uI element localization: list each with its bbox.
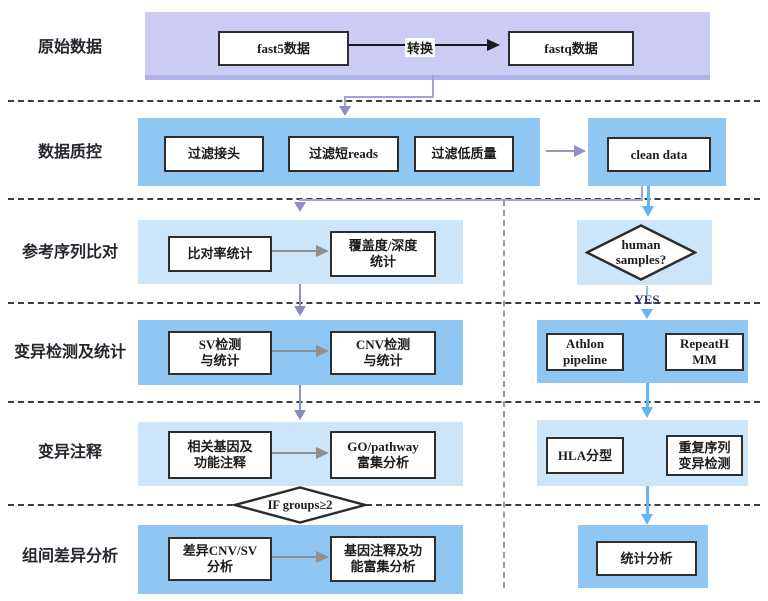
arrowhead-down-icon <box>641 407 653 418</box>
arrowhead-down-icon <box>294 306 306 316</box>
node-sv-stats: SV检测 与统计 <box>168 331 272 375</box>
connector-line <box>299 385 301 411</box>
arrowhead-right-icon <box>316 244 329 257</box>
arrowhead-down-icon <box>339 106 351 116</box>
connector-line <box>641 186 643 201</box>
connector-line <box>647 186 650 208</box>
node-filter-adapter: 过滤接头 <box>164 136 264 172</box>
connector-line <box>432 75 434 97</box>
connector-line <box>344 96 434 98</box>
node-clean-data: clean data <box>607 137 711 172</box>
edge-convert-label: 转换 <box>405 38 436 57</box>
node-hla-typing: HLA分型 <box>546 437 624 474</box>
section-divider <box>8 302 760 304</box>
connector-line <box>270 350 318 352</box>
connector-line <box>270 250 318 252</box>
arrowhead-right-icon <box>316 446 329 459</box>
row-label-variant: 变异检测及统计 <box>13 344 126 361</box>
section-divider <box>8 100 760 102</box>
node-filter-short-reads: 过滤短reads <box>288 136 399 172</box>
decision-if-groups: IF groups≥2 <box>233 486 367 524</box>
section-divider <box>8 504 760 506</box>
row-label-raw-data: 原始数据 <box>37 39 102 56</box>
node-stats-analysis: 统计分析 <box>596 541 697 576</box>
connector-line <box>299 199 643 201</box>
section-divider <box>8 401 760 403</box>
decision-human-samples-label: human samples? <box>615 236 667 267</box>
node-go-pathway: GO/pathway 富集分析 <box>330 431 436 479</box>
node-fastq-data: fastq数据 <box>508 31 634 66</box>
node-coverage-depth: 覆盖度/深度 统计 <box>330 231 436 277</box>
node-gene-enrichment: 基因注释及功 能富集分析 <box>330 536 436 582</box>
arrowhead-right-icon <box>487 38 500 51</box>
node-repeathmm: RepeatH MM <box>665 333 744 371</box>
node-align-rate: 比对率统计 <box>168 236 272 272</box>
node-filter-low-quality: 过滤低质量 <box>414 136 514 172</box>
arrowhead-right-icon <box>316 344 329 357</box>
connector-line <box>546 150 576 152</box>
arrowhead-right-icon <box>316 550 329 563</box>
node-fast5-data: fast5数据 <box>218 31 349 66</box>
connector-line <box>646 486 649 516</box>
edge-yes-label: YES <box>634 292 660 307</box>
connector-line <box>270 452 318 454</box>
connector-line <box>646 383 649 409</box>
row-label-group-diff: 组间差异分析 <box>21 548 118 565</box>
node-athlon-pipeline: Athlon pipeline <box>546 333 624 371</box>
lane-divider <box>503 200 505 588</box>
arrowhead-down-icon <box>294 202 306 212</box>
connector-line <box>344 96 346 107</box>
arrowhead-down-icon <box>294 410 306 420</box>
node-repeat-variant: 重复序列 变异检测 <box>666 435 743 476</box>
node-related-genes: 相关基因及 功能注释 <box>168 431 272 479</box>
row-label-qc: 数据质控 <box>37 144 102 161</box>
row-label-alignment: 参考序列比对 <box>21 244 118 261</box>
arrowhead-right-icon <box>574 144 586 157</box>
decision-human-samples: human samples? <box>585 224 697 281</box>
arrowhead-down-icon <box>641 309 653 319</box>
connector-line <box>646 286 648 295</box>
arrowhead-down-icon <box>642 206 654 217</box>
decision-if-groups-label: IF groups≥2 <box>267 497 333 512</box>
node-diff-cnv-sv: 差异CNV/SV 分析 <box>168 537 272 581</box>
connector-line <box>299 284 301 308</box>
connector-line <box>270 556 318 558</box>
row-label-annotation: 变异注释 <box>37 444 102 461</box>
arrowhead-down-icon <box>641 514 653 525</box>
node-cnv-stats: CNV检测 与统计 <box>330 331 436 375</box>
